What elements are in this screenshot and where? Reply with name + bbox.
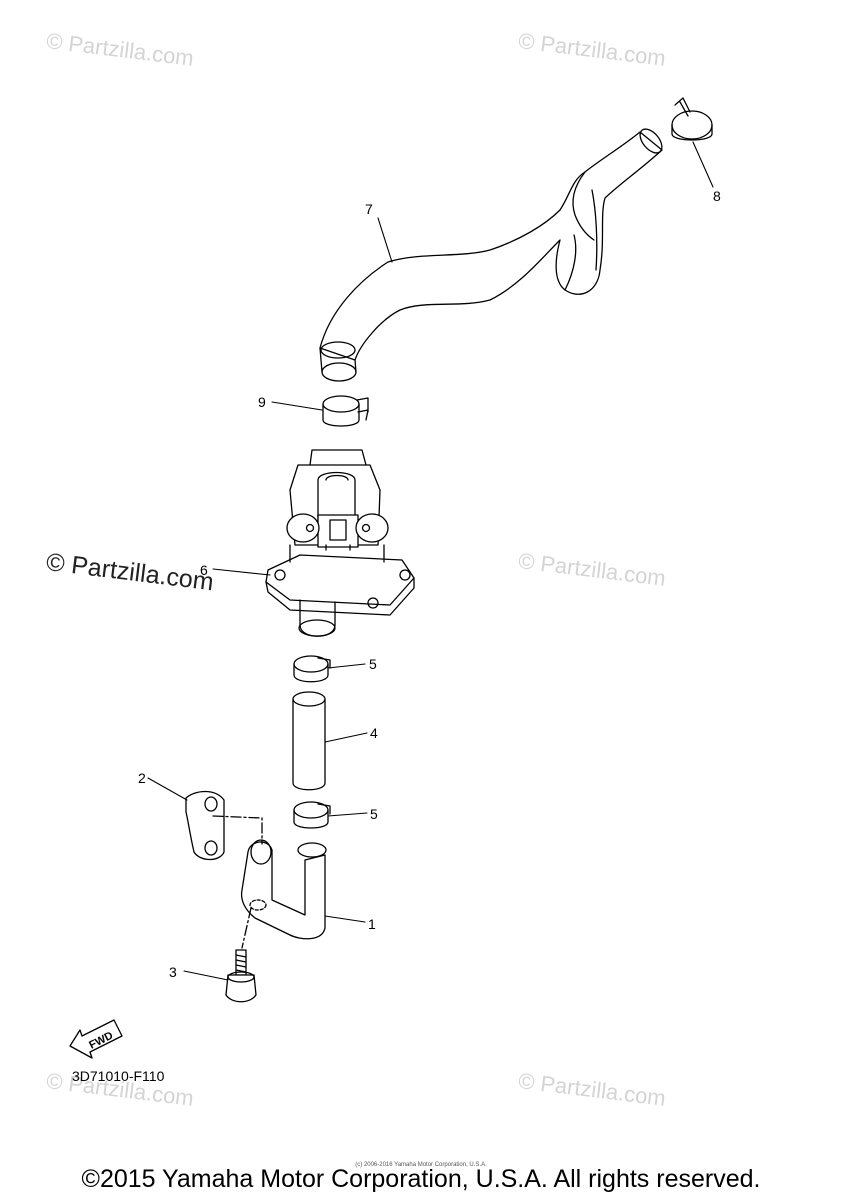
hose-part-4 (292, 691, 326, 791)
clamp-part-8 (671, 97, 713, 141)
clamp-part-5-lower (293, 801, 331, 829)
gasket-part-2 (185, 790, 225, 861)
callout-part-5-lower: 5 (370, 806, 378, 822)
bolt-part-3 (225, 949, 257, 1003)
callout-part-8: 8 (713, 188, 721, 204)
pipe-part-1 (240, 839, 327, 940)
copyright-notice: ©2015 Yamaha Motor Corporation, U.S.A. A… (81, 1165, 761, 1193)
callout-part-3: 3 (169, 964, 177, 980)
alignment-lines (212, 815, 263, 949)
callout-part-5-upper: 5 (369, 656, 377, 672)
fineprint: (c) 2006-2016 Yamaha Motor Corporation, … (355, 1162, 487, 1168)
callout-part-2: 2 (138, 770, 146, 786)
callout-part-1: 1 (368, 916, 376, 932)
callout-part-7: 7 (365, 201, 373, 217)
air-valve-part-6 (265, 449, 415, 637)
clamp-part-5-upper (293, 655, 331, 683)
callout-part-9: 9 (258, 394, 266, 410)
diagram-code: 3D71010-F110 (72, 1068, 165, 1084)
hose-part-7 (319, 128, 663, 382)
callout-part-4: 4 (370, 725, 378, 741)
clamp-part-9 (322, 395, 369, 427)
leader-lines (147, 141, 714, 981)
fwd-arrow-icon: FWD (69, 1019, 123, 1059)
callout-part-6: 6 (200, 562, 208, 578)
